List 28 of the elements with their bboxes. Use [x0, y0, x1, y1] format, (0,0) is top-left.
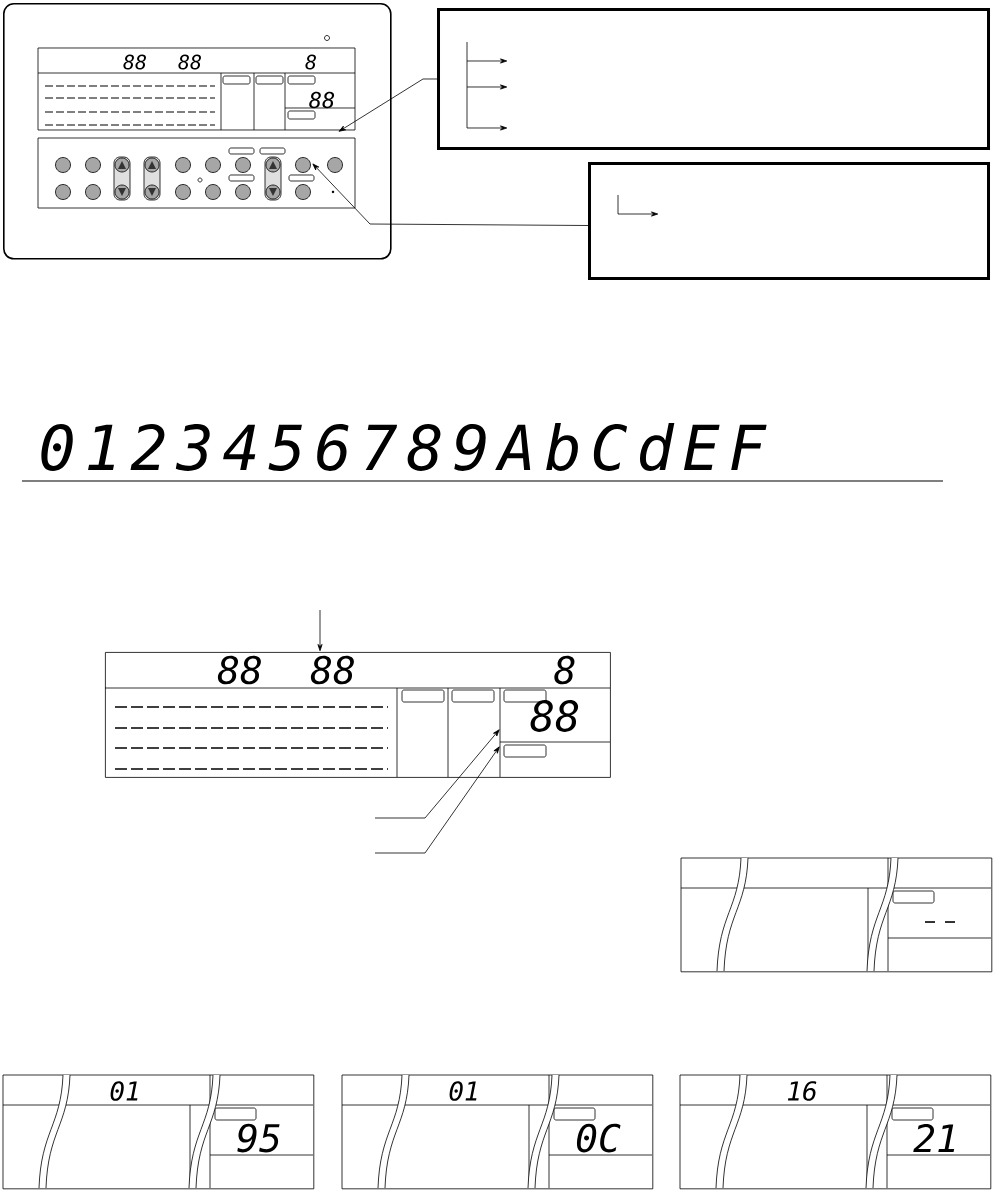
leader-line [312, 163, 589, 226]
display-excerpt [680, 857, 993, 973]
display-digits: 88 [530, 700, 579, 732]
display-digits: 01 [110, 1081, 138, 1101]
digit-row: 0123456789AbCdEF [41, 422, 767, 471]
display-digits: 16 [787, 1081, 817, 1101]
leader-line [338, 78, 438, 132]
display-digits: 88 [309, 91, 335, 109]
remote-controller-drawing [3, 3, 392, 260]
display-digits: 88 [123, 54, 146, 70]
display-digits: 01 [449, 1081, 477, 1101]
callout-box [588, 162, 990, 280]
display-excerpt [679, 1074, 992, 1190]
display-digits: 21 [913, 1123, 955, 1153]
display-excerpt [2, 1074, 315, 1190]
display-digits: 88 [217, 655, 261, 685]
display-digits: 8 [554, 655, 575, 685]
display-digits: 88 [310, 655, 354, 685]
callout-box [437, 8, 990, 150]
display-digits: 0C [576, 1123, 621, 1153]
display-digits: 88 [178, 54, 201, 70]
display-excerpt [341, 1074, 654, 1190]
display-panel [104, 652, 611, 778]
display-digits: 8 [305, 54, 316, 70]
display-digits: 95 [237, 1123, 280, 1153]
leader-line [374, 729, 500, 819]
leader-line [374, 746, 500, 854]
arrow [317, 609, 323, 652]
